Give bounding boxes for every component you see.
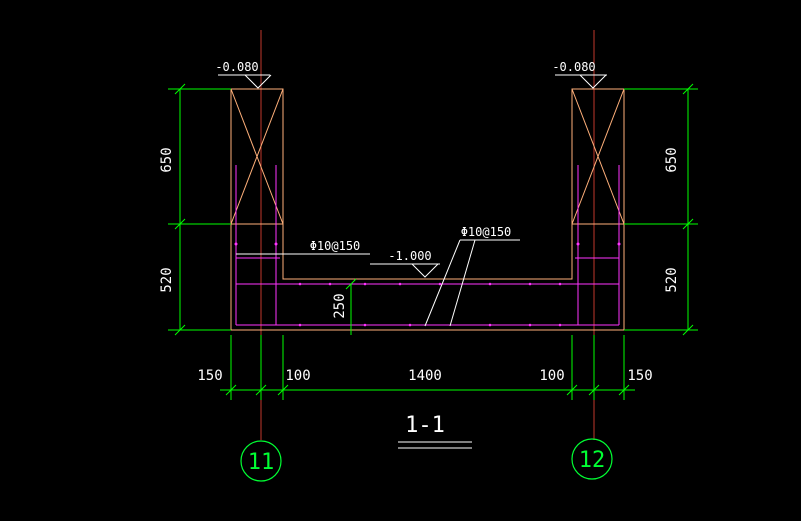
dim-left-lower: 520 <box>159 267 175 292</box>
section-title-underline <box>398 441 472 449</box>
dim-bottom-1: 100 <box>285 368 310 384</box>
dim-right-lower: 520 <box>664 267 680 292</box>
elevation-right-text: -0.080 <box>552 60 595 74</box>
dim-bottom-2: 1400 <box>408 368 442 384</box>
rebar-lines <box>235 165 620 326</box>
rebar-label-right: Φ10@150 <box>461 225 512 239</box>
elevation-bottom-text: -1.000 <box>388 249 431 263</box>
axis-label-right: 12 <box>579 448 606 473</box>
dim-bottom <box>220 335 635 400</box>
dim-slab-text: 250 <box>332 293 348 318</box>
elevation-marker-left <box>218 74 272 89</box>
dim-bottom-0: 150 <box>197 368 222 384</box>
dim-right-upper: 650 <box>664 147 680 172</box>
section-title: 1-1 <box>405 413 445 438</box>
axis-bubble-left <box>240 440 282 482</box>
dim-left-upper: 650 <box>159 147 175 172</box>
rebar-dots <box>234 242 621 327</box>
concrete-outline <box>230 88 625 331</box>
rebar-callout-right <box>424 239 520 327</box>
elevation-left-text: -0.080 <box>215 60 258 74</box>
axis-bubble-right <box>571 438 613 480</box>
elevation-marker-right <box>555 74 607 89</box>
dim-slab <box>345 278 357 335</box>
dim-bottom-3: 100 <box>539 368 564 384</box>
elevation-marker-bottom <box>370 263 440 278</box>
dim-bottom-4: 150 <box>627 368 652 384</box>
axis-label-left: 11 <box>248 450 275 475</box>
dim-right-vertical <box>624 83 698 336</box>
rebar-label-left: Φ10@150 <box>310 239 361 253</box>
dim-left-vertical <box>168 83 231 336</box>
